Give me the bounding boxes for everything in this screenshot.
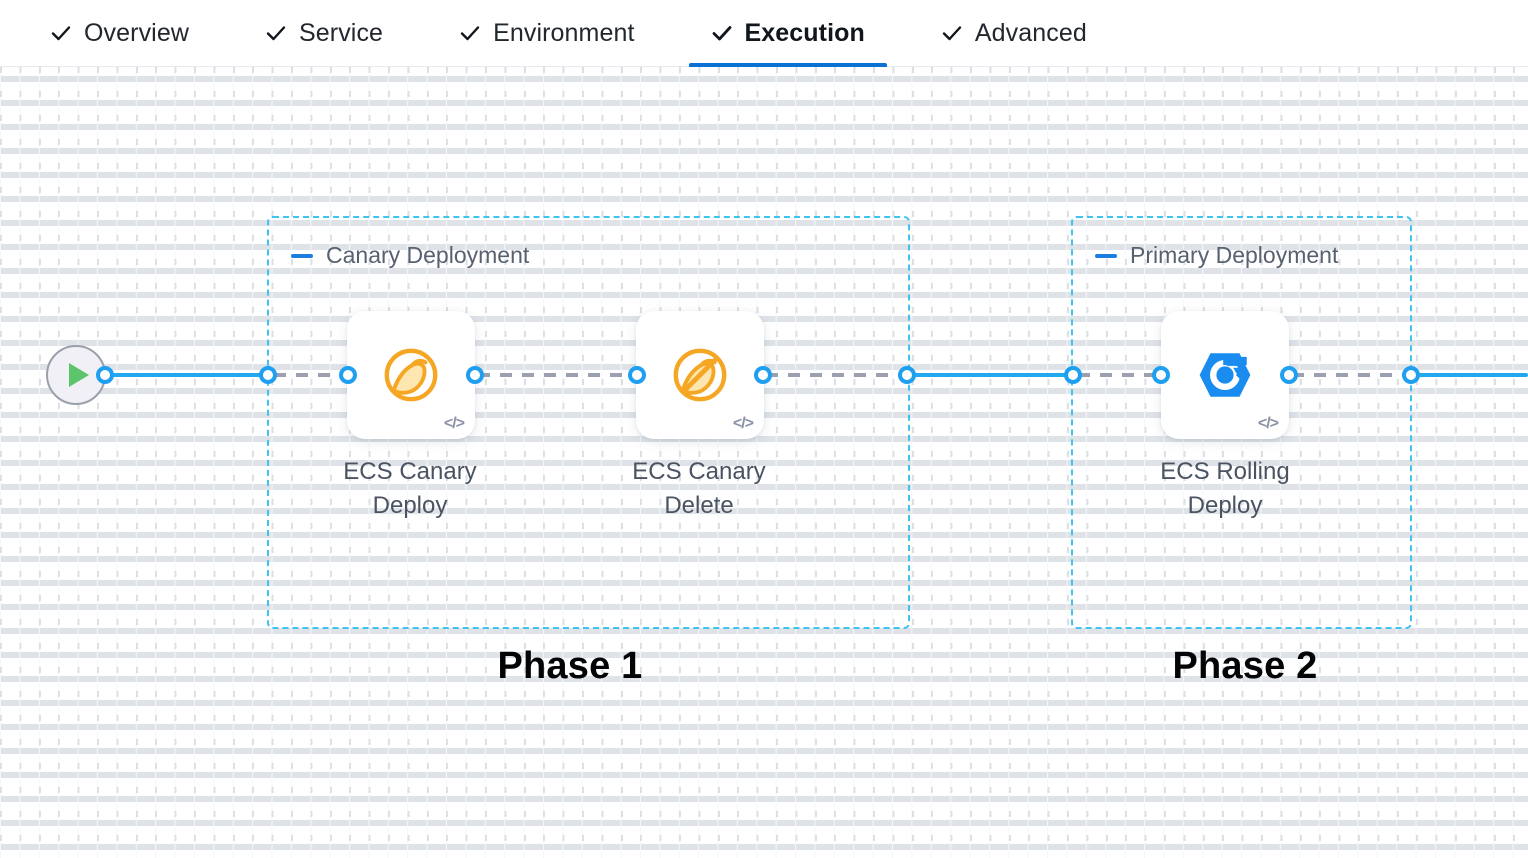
canary-group-output-port[interactable] [898, 366, 916, 384]
primary-group-output-port[interactable] [1402, 366, 1420, 384]
pipeline-stage: Canary Deployment Primary Deployment [0, 67, 1528, 858]
edge-group-in-to-canary-deploy [274, 373, 348, 377]
tab-advanced[interactable]: Advanced [919, 0, 1109, 67]
check-icon [711, 22, 733, 44]
group-header: Primary Deployment [1095, 242, 1338, 269]
tab-overview[interactable]: Overview [28, 0, 211, 67]
minus-icon[interactable] [291, 253, 313, 258]
group-title: Primary Deployment [1130, 242, 1339, 268]
rolling-deploy-input-port[interactable] [1152, 366, 1170, 384]
node-ecs-canary-deploy[interactable]: </> [347, 311, 475, 439]
edge-primary-group-to-next [1414, 373, 1528, 377]
code-icon: </> [732, 415, 754, 432]
group-canary-deployment[interactable]: Canary Deployment [267, 216, 910, 629]
code-icon: </> [443, 415, 465, 432]
play-icon [69, 363, 89, 387]
canary-delete-input-port[interactable] [628, 366, 646, 384]
minus-icon[interactable] [1095, 253, 1117, 258]
edge-canary-group-to-primary-group [908, 373, 1074, 377]
edge-group-in-to-rolling-deploy [1078, 373, 1162, 377]
pipeline-tab-bar: Overview Service Environment Execution A [0, 0, 1528, 67]
node-label-ecs-canary-deploy: ECS Canary Deploy [343, 458, 477, 519]
node-ecs-canary-delete[interactable]: </> [636, 311, 764, 439]
group-header: Canary Deployment [291, 242, 529, 269]
tab-label: Service [299, 18, 384, 47]
edge-canary-delete-to-group-out [766, 373, 906, 377]
edge-start-to-canary-group [104, 373, 270, 377]
check-icon [265, 22, 287, 44]
check-icon [50, 22, 72, 44]
tab-execution[interactable]: Execution [688, 0, 888, 67]
edge-rolling-deploy-to-group-out [1292, 373, 1412, 377]
phase-label-2: Phase 2 [1172, 645, 1318, 687]
canary-bird-icon [347, 311, 475, 439]
tab-environment[interactable]: Environment [437, 0, 656, 67]
tab-label: Overview [84, 18, 189, 47]
tab-label: Environment [493, 18, 635, 47]
check-icon [941, 22, 963, 44]
canary-deploy-output-port[interactable] [466, 366, 484, 384]
start-node-output-port[interactable] [96, 366, 114, 384]
pipeline-canvas[interactable]: Canary Deployment Primary Deployment [0, 67, 1528, 858]
phase-label-1: Phase 1 [497, 645, 643, 687]
node-label-ecs-rolling-deploy: ECS Rolling Deploy [1160, 458, 1290, 519]
tab-label: Advanced [974, 18, 1087, 47]
tab-label: Execution [744, 18, 865, 47]
canary-group-input-port[interactable] [259, 366, 277, 384]
check-icon [459, 22, 481, 44]
primary-group-input-port[interactable] [1064, 366, 1082, 384]
canary-deploy-input-port[interactable] [339, 366, 357, 384]
group-title: Canary Deployment [326, 242, 530, 268]
canary-delete-output-port[interactable] [754, 366, 772, 384]
rolling-deploy-icon [1161, 311, 1289, 439]
group-primary-deployment[interactable]: Primary Deployment [1071, 216, 1412, 629]
tab-service[interactable]: Service [243, 0, 405, 67]
code-icon: </> [1257, 415, 1279, 432]
node-label-ecs-canary-delete: ECS Canary Delete [632, 458, 766, 519]
rolling-deploy-output-port[interactable] [1280, 366, 1298, 384]
canary-bird-delete-icon [636, 311, 764, 439]
node-ecs-rolling-deploy[interactable]: </> [1161, 311, 1289, 439]
edge-canary-deploy-to-canary-delete [478, 373, 636, 377]
